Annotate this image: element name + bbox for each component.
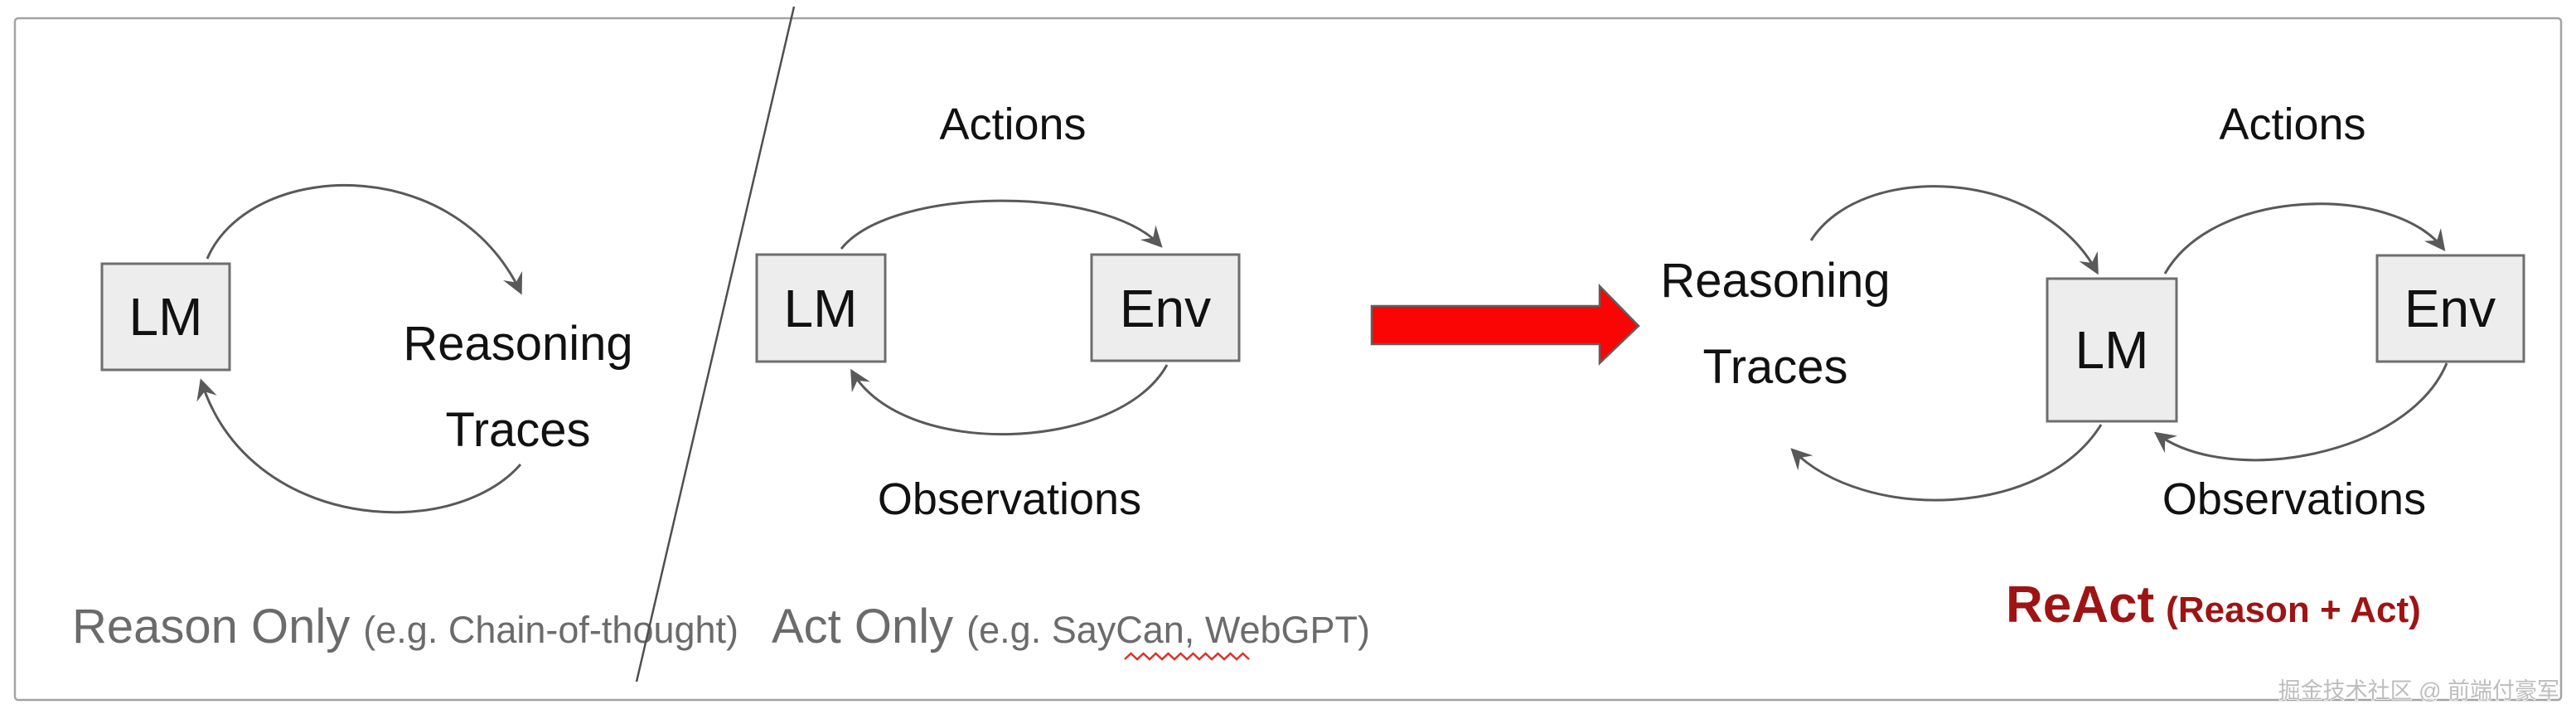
lm-node-box	[100, 262, 231, 372]
svg-text:Env: Env	[1120, 279, 1211, 338]
svg-text:Traces: Traces	[1702, 340, 1847, 394]
outer-frame	[13, 17, 2563, 702]
observations-label: Observations	[878, 474, 1141, 524]
observations-arrow	[850, 364, 1169, 436]
env-node-label: Env	[2404, 279, 2496, 338]
react-actions-arrow	[2163, 202, 2446, 274]
svg-text:LM: LM	[2075, 320, 2149, 380]
caption-react-detail: (Reason + Act)	[2166, 590, 2421, 630]
svg-text:Actions: Actions	[939, 100, 1086, 149]
caption-react: ReAct (Reason + Act)	[2006, 576, 2421, 634]
lm-node-label: LM	[2075, 320, 2149, 380]
panel-separator-line	[635, 6, 796, 683]
actions-label: Actions	[939, 100, 1086, 149]
caption-react-main: ReAct	[2006, 576, 2154, 634]
react-observations-arrow	[2153, 362, 2448, 462]
svg-text:Env: Env	[2404, 279, 2496, 338]
caption-act-only-detail: (e.g. SayCan, WebGPT)	[966, 609, 1370, 651]
svg-text:Observations: Observations	[2162, 474, 2426, 524]
actions-arrow	[840, 199, 1163, 250]
actions-label: Actions	[2219, 100, 2365, 149]
lm-node-label: LM	[784, 279, 858, 338]
caption-reason-only: Reason Only (e.g. Chain-of-thought)	[72, 600, 738, 653]
caption-act-only: Act Only (e.g. SayCan, WebGPT)	[772, 600, 1370, 653]
panel-reason-only: LM Reasoning Traces Reason Only (e.g. Cha…	[72, 184, 738, 653]
env-node-box	[1090, 253, 1241, 362]
reasoning-label-line1: Reasoning	[403, 317, 632, 371]
svg-text:Reasoning: Reasoning	[1660, 254, 1890, 308]
lm-node-box	[2046, 277, 2178, 423]
svg-text:Reasoning: Reasoning	[403, 317, 632, 371]
svg-text:Observations: Observations	[878, 474, 1141, 524]
reasoning-label-line2: Traces	[1702, 340, 1847, 394]
caption-reason-only-main: Reason Only	[72, 600, 350, 653]
svg-text:LM: LM	[129, 287, 203, 347]
watermark-text: 掘金技术社区 @ 前端付豪军	[2278, 678, 2559, 703]
panel-react: Reasoning Traces LM Env Actions Observat…	[1660, 100, 2525, 634]
caption-act-only-main: Act Only	[772, 600, 953, 653]
env-node-label: Env	[1120, 279, 1211, 338]
reasoning-label-line1: Reasoning	[1660, 254, 1890, 308]
transition-arrow-icon	[1370, 283, 1640, 366]
svg-text:Traces: Traces	[445, 403, 590, 457]
lm-node-label: LM	[129, 287, 203, 347]
panel-act-only: LM Env Actions Observations Act Only (e.g…	[755, 100, 1370, 661]
svg-text:LM: LM	[784, 279, 858, 338]
lm-node-box	[755, 253, 887, 363]
caption-reason-only-detail: (e.g. Chain-of-thought)	[363, 609, 738, 651]
svg-text:Actions: Actions	[2219, 100, 2365, 149]
react-reason-loop-bottom-arrow	[1790, 424, 2103, 502]
observations-label: Observations	[2162, 474, 2426, 524]
reason-loop-bottom-arrow	[196, 378, 522, 514]
reason-loop-top-arrow	[206, 184, 523, 295]
react-reason-loop-top-arrow	[1809, 185, 2099, 275]
svg-text:掘金技术社区 @ 前端付豪军: 掘金技术社区 @ 前端付豪军	[2278, 678, 2559, 703]
reasoning-label-line2: Traces	[445, 403, 590, 457]
spellcheck-squiggle	[1124, 652, 1250, 661]
env-node-box	[2375, 254, 2525, 363]
